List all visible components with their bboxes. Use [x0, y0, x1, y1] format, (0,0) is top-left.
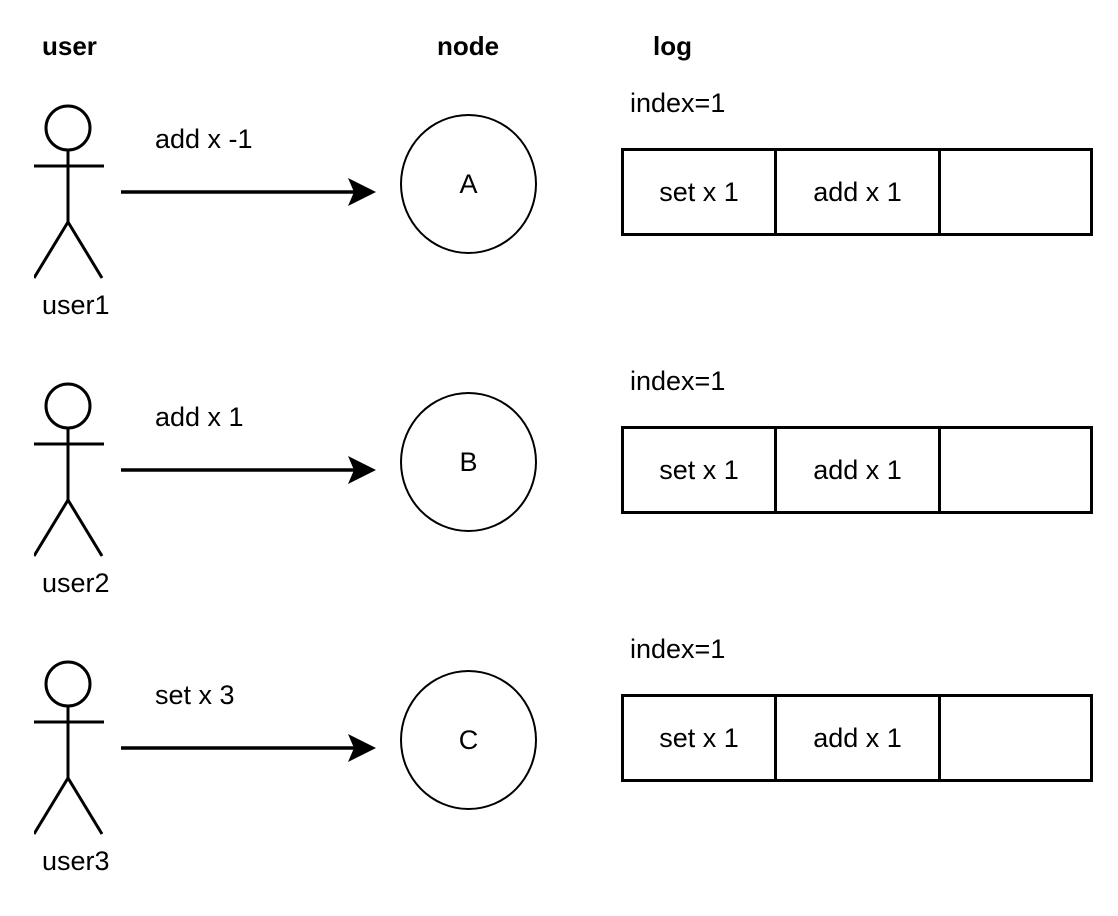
log-entry-cell: add x 1 [777, 429, 941, 511]
log-entry-cell-empty [941, 697, 1090, 779]
log-entry-cell: set x 1 [624, 697, 777, 779]
diagram-row: user1 add x -1 A index=1 set x 1 add x 1 [0, 90, 1118, 378]
node-label: B [459, 446, 478, 477]
node-label: A [459, 168, 478, 199]
actor-label: user2 [42, 568, 110, 598]
column-header-node: node [437, 31, 500, 61]
actor-label: user3 [42, 846, 110, 876]
stick-figure-user-icon: user2 [34, 378, 154, 597]
log-index-label: index=1 [630, 88, 726, 118]
stick-figure-user-icon: user1 [34, 100, 154, 319]
node-label: C [458, 724, 479, 755]
log-table: set x 1 add x 1 [621, 426, 1093, 514]
node-circle: B [400, 392, 537, 532]
log-entry-cell-empty [941, 429, 1090, 511]
message-arrow: set x 3 [118, 676, 380, 786]
column-header-log: log [653, 31, 692, 61]
message-arrow: add x -1 [118, 120, 380, 230]
log-table: set x 1 add x 1 [621, 694, 1093, 782]
actor-label: user1 [42, 290, 110, 320]
log-entry-cell: set x 1 [624, 151, 777, 233]
log-entry-cell: add x 1 [777, 151, 941, 233]
log-entry-cell: add x 1 [777, 697, 941, 779]
log-index-label: index=1 [630, 366, 726, 396]
log-table: set x 1 add x 1 [621, 148, 1093, 236]
message-label: add x 1 [155, 402, 244, 432]
stick-figure-user-icon: user3 [34, 656, 154, 875]
node-circle: A [400, 114, 537, 254]
log-entry-cell: set x 1 [624, 429, 777, 511]
log-entry-cell-empty [941, 151, 1090, 233]
diagram-row: user2 add x 1 B index=1 set x 1 add x 1 [0, 368, 1118, 656]
message-label: set x 3 [155, 680, 235, 710]
diagram-row: user3 set x 3 C index=1 set x 1 add x 1 [0, 636, 1118, 916]
column-header-user: user [42, 31, 97, 61]
message-label: add x -1 [155, 124, 253, 154]
node-circle: C [400, 670, 537, 810]
message-arrow: add x 1 [118, 398, 380, 508]
log-index-label: index=1 [630, 634, 726, 664]
